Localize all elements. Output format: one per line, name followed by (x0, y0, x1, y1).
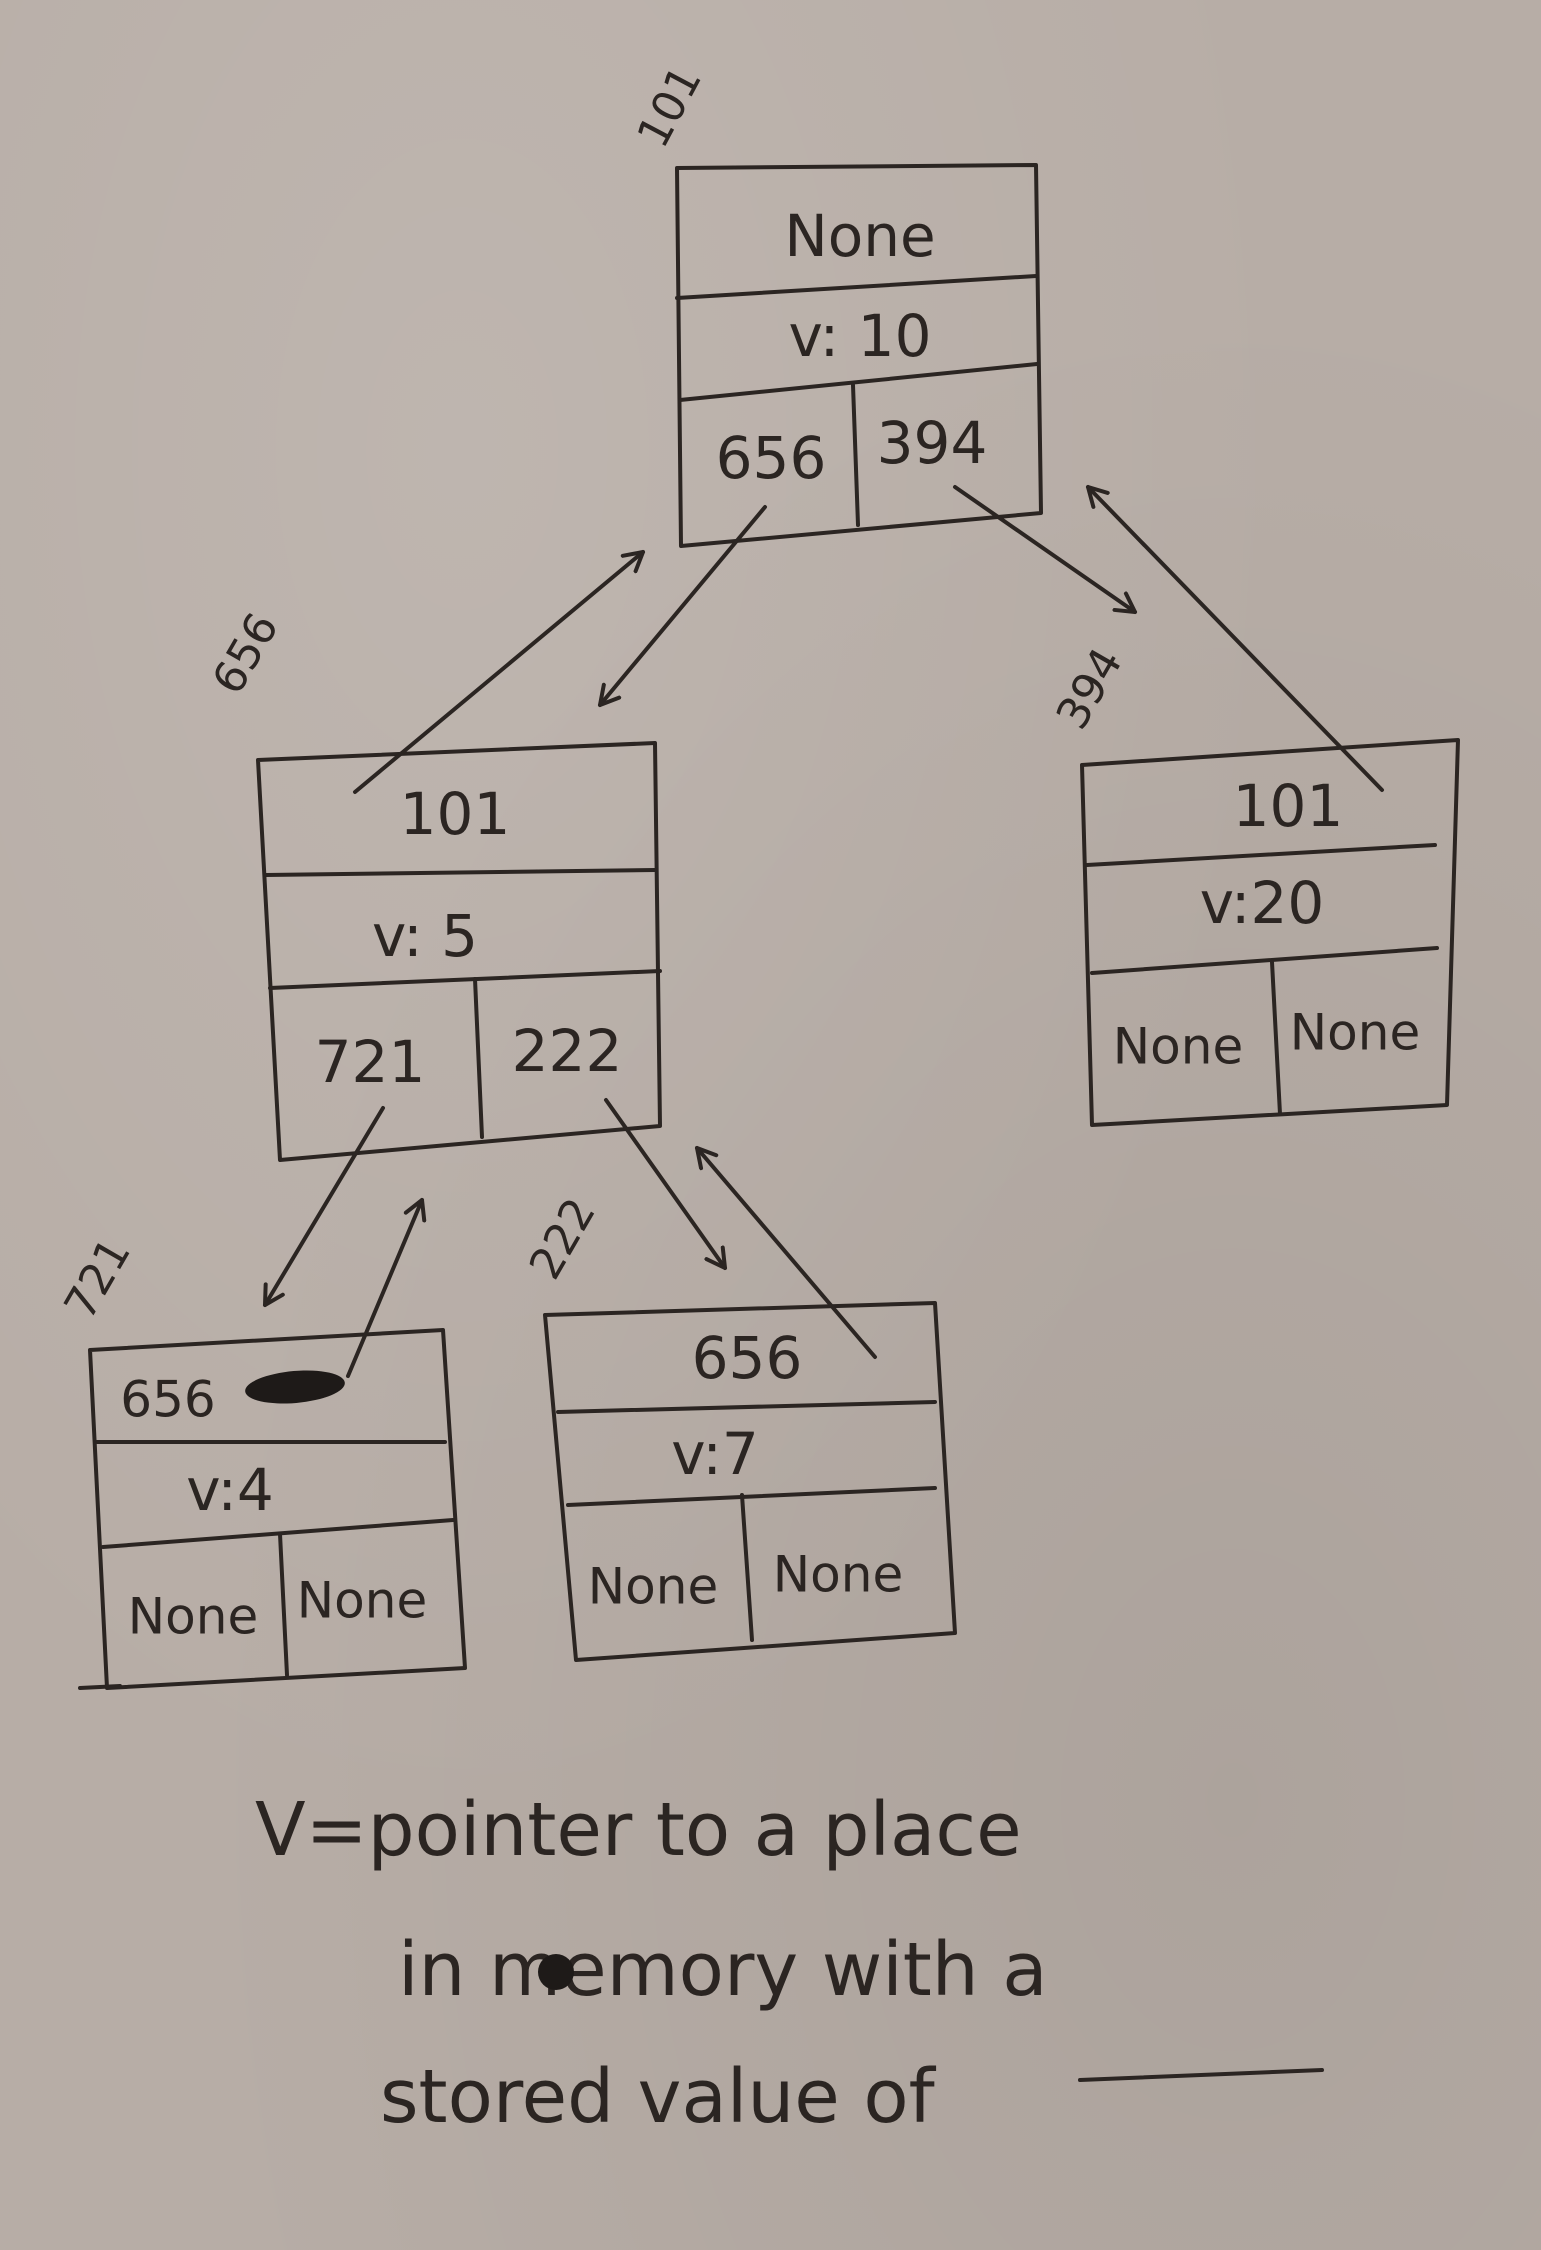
node-root: 101 None v: 10 656 394 (628, 58, 1043, 548)
node-leftright-divider-1 (556, 1400, 937, 1414)
node-root-split (851, 383, 860, 527)
node-right-split (1270, 960, 1282, 1116)
node-right-parent: 101 (1233, 772, 1344, 840)
arrow-right-to-root (1086, 485, 1384, 792)
node-root-parent: None (784, 202, 935, 270)
node-root-left-pointer: 656 (716, 424, 827, 492)
node-leftright-left-pointer: None (588, 1558, 718, 1616)
node-leftright-value: v:7 (671, 1420, 759, 1488)
node-left-split (473, 977, 484, 1139)
node-right-divider-2 (1090, 946, 1439, 975)
note-line-1: V=pointer to a place (255, 1787, 1022, 1873)
node-right-right-pointer: None (1290, 1004, 1420, 1062)
node-right: 394 101 v:20 None None (1047, 640, 1460, 1127)
node-right-divider-1 (1085, 843, 1437, 867)
arrow-left-to-leftleft (263, 1106, 385, 1307)
node-root-right-pointer: 394 (877, 409, 988, 477)
node-leftright-box (543, 1301, 957, 1662)
node-left-left-pointer: 721 (315, 1028, 426, 1096)
legend-note: V=pointer to a place in memory with a st… (255, 1787, 1324, 2140)
node-leftleft-divider-2 (101, 1518, 455, 1549)
arrow-leftright-to-left (695, 1146, 877, 1359)
node-left-right-pointer: 222 (512, 1017, 623, 1085)
node-left-divider-1 (264, 868, 657, 877)
node-leftright-divider-2 (566, 1486, 937, 1507)
node-leftleft-value: v:4 (186, 1456, 274, 1524)
node-left-parent: 101 (400, 780, 511, 848)
node-leftright-address: 222 (520, 1190, 606, 1288)
node-root-divider-2 (678, 362, 1039, 402)
node-leftleft-box (88, 1328, 467, 1690)
node-leftright-parent: 656 (692, 1324, 803, 1392)
ink-blot (538, 1954, 574, 1990)
node-leftleft-left-pointer: None (128, 1588, 258, 1646)
node-root-address: 101 (628, 58, 712, 156)
note-line-2: in memory with a (398, 1927, 1048, 2013)
node-leftleft-parent: 656 (120, 1371, 215, 1429)
node-left-divider-2 (268, 969, 662, 990)
arrow-leftleft-to-left (346, 1198, 427, 1378)
node-leftleft-bottom-tick (78, 1684, 122, 1690)
node-leftleft: 721 656 v:4 None None (55, 1230, 467, 1690)
node-right-box (1080, 738, 1460, 1127)
scribble-mark (245, 1370, 345, 1404)
fill-in-blank-line (1078, 2068, 1324, 2082)
node-left: 656 101 v: 5 721 222 (203, 605, 662, 1162)
node-right-left-pointer: None (1113, 1018, 1243, 1076)
node-leftright: 222 656 v:7 None None (520, 1190, 957, 1662)
arrow-root-to-left (598, 505, 767, 707)
node-left-box (256, 741, 662, 1162)
node-leftleft-right-pointer: None (297, 1572, 427, 1630)
arrow-root-to-right (953, 485, 1137, 614)
node-root-value: v: 10 (789, 302, 932, 370)
node-leftleft-split (278, 1532, 289, 1677)
node-root-box (675, 163, 1043, 548)
note-line-3: stored value of (380, 2054, 937, 2140)
arrow-left-to-root (353, 550, 645, 794)
node-left-address: 656 (203, 605, 289, 703)
node-right-address: 394 (1047, 640, 1133, 738)
pointer-arrows (263, 485, 1384, 1378)
node-right-value: v:20 (1200, 869, 1325, 937)
node-root-divider-1 (675, 274, 1038, 300)
arrow-left-to-leftright (604, 1098, 727, 1270)
node-leftright-right-pointer: None (773, 1546, 903, 1604)
node-leftright-split (740, 1493, 754, 1642)
node-left-value: v: 5 (372, 902, 478, 970)
node-leftleft-address: 721 (55, 1230, 141, 1328)
